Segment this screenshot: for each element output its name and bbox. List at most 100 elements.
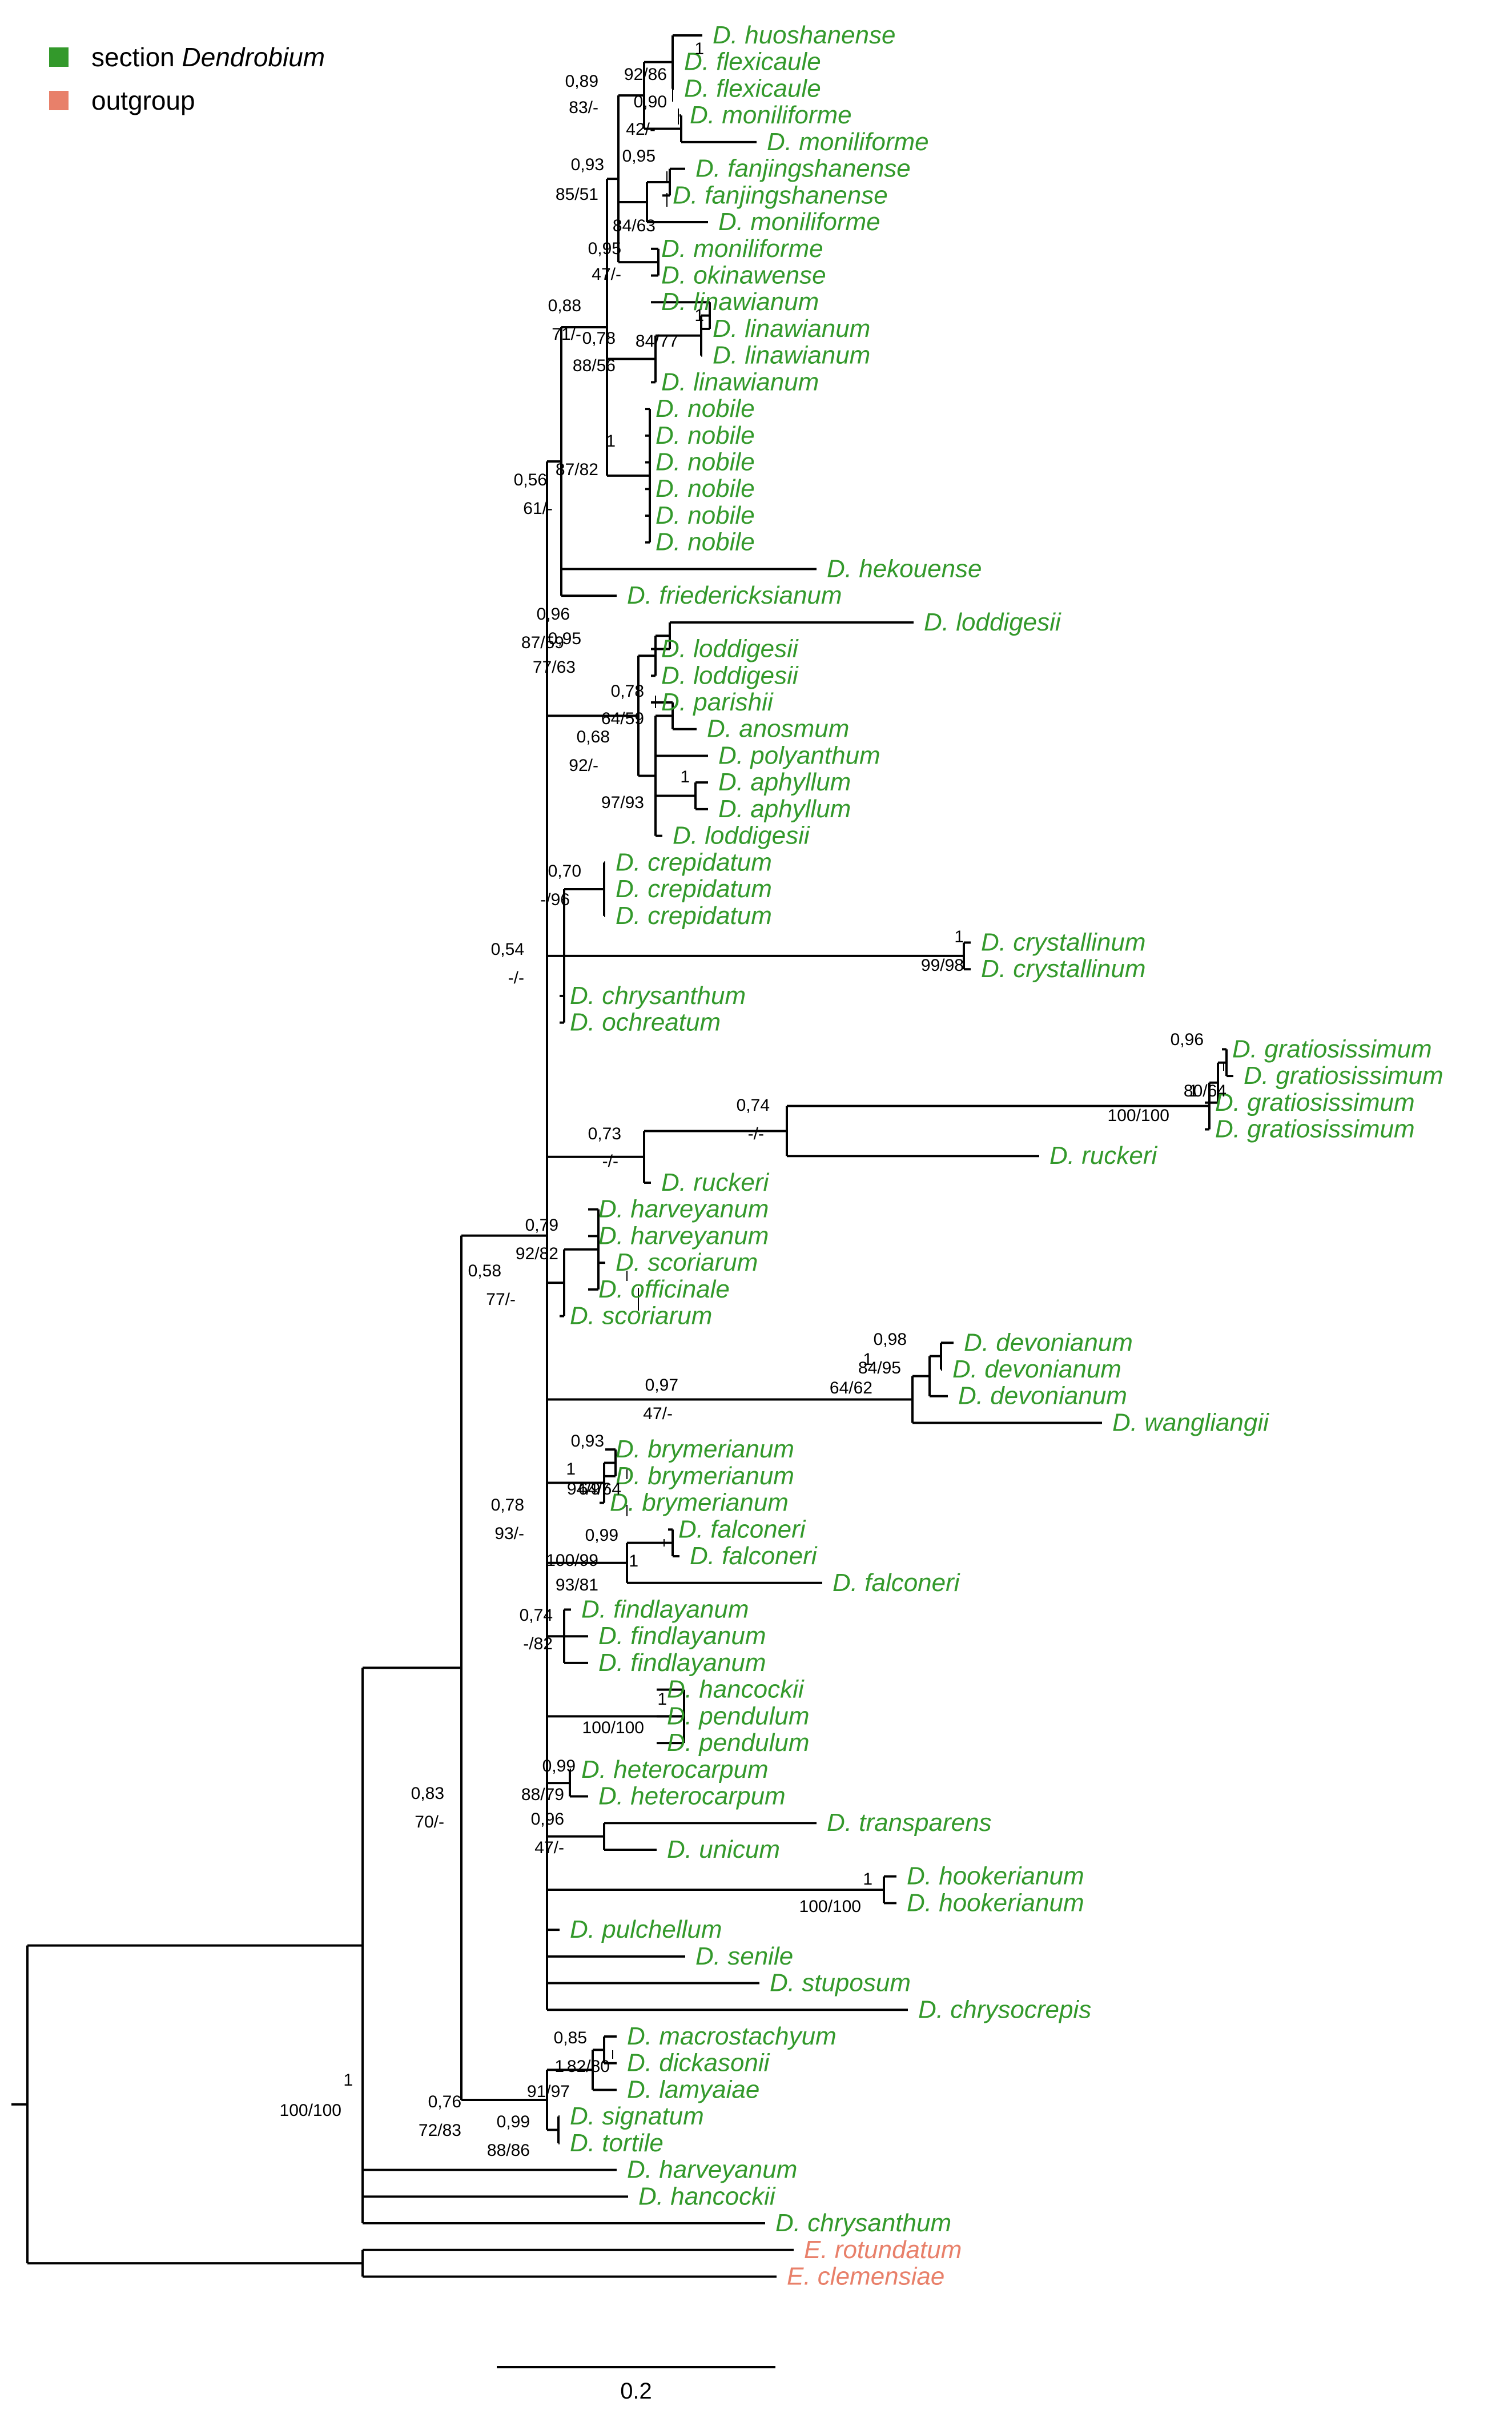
tip-label: D. flexicaule	[684, 74, 821, 102]
support-value: 0,89	[565, 72, 598, 91]
support-value: 1	[694, 306, 704, 325]
support-value: 1	[680, 768, 690, 786]
tip-label: D. devonianum	[958, 1382, 1127, 1410]
support-value: -/-	[748, 1124, 764, 1143]
tip-label: D. chrysanthum	[570, 982, 746, 1010]
tip-label: D. nobile	[656, 528, 755, 556]
support-value: 1	[629, 1552, 638, 1570]
tip-label: D. macrostachyum	[627, 2022, 837, 2050]
tip-label: D. loddigesii	[661, 661, 799, 689]
support-value: 0,70	[548, 862, 581, 881]
support-value: 0,96	[537, 605, 570, 624]
support-value: 0,79	[525, 1216, 558, 1235]
tip-label: D. crystallinum	[981, 928, 1146, 956]
support-value: 92/-	[569, 756, 598, 775]
support-value: -/-	[508, 969, 524, 987]
tip-label: D. nobile	[656, 501, 755, 529]
support-value: 83/-	[569, 98, 598, 117]
support-value: 64/64	[578, 1480, 621, 1499]
support-value: 0,78	[582, 329, 616, 348]
support-value: 0,95	[622, 147, 656, 166]
support-value: 88/56	[573, 356, 616, 375]
tip-label: D. unicum	[667, 1835, 780, 1863]
support-value: 64/59	[601, 709, 644, 728]
tip-label: E. rotundatum	[804, 2236, 962, 2264]
support-value: 47/-	[534, 1838, 564, 1857]
tip-label: D. crystallinum	[981, 955, 1146, 983]
tip-label: D. aphyllum	[718, 795, 851, 823]
tip-label: D. findlayanum	[598, 1622, 766, 1650]
tip-label: D. gratiosissimum	[1244, 1062, 1443, 1090]
support-value: 0,78	[611, 682, 644, 701]
support-value: 0,97	[645, 1376, 678, 1395]
tip-label: D. dickasonii	[627, 2049, 770, 2077]
tip-label: D. gratiosissimum	[1215, 1115, 1415, 1143]
support-value: 1	[1188, 1082, 1198, 1100]
tip-label: D. linawianum	[713, 342, 870, 369]
legend-swatch-ingroup	[49, 47, 69, 67]
tip-label: D. gratiosissimum	[1215, 1088, 1415, 1116]
tip-label: D. hancockii	[638, 2182, 776, 2210]
support-value: 85/51	[556, 185, 598, 204]
support-value: 1	[863, 1350, 872, 1369]
tip-label: D. ruckeri	[1049, 1142, 1157, 1170]
tip-label: D. wangliangii	[1112, 1408, 1269, 1436]
tip-label: D. friedericksianum	[627, 581, 842, 609]
support-value: 100/100	[280, 2101, 341, 2120]
tip-label: D. fanjingshanense	[673, 181, 888, 209]
tip-label: D. moniliforme	[767, 128, 929, 156]
scale-bar: 0.2	[497, 2366, 775, 2404]
support-value: -/82	[523, 1634, 553, 1653]
support-value: 99/98	[921, 956, 964, 975]
tip-label: D. findlayanum	[581, 1595, 749, 1623]
support-value: 72/83	[419, 2121, 461, 2140]
scale-bar-label: 0.2	[620, 2379, 652, 2404]
support-value: 0,96	[531, 1810, 564, 1829]
tip-label: D. fanjingshanense	[695, 155, 911, 183]
support-values: 192/860,8983/-0,9042/-0,9385/510,9584/63…	[280, 39, 1227, 2160]
tip-label: D. harveyanum	[598, 1222, 769, 1250]
tip-label: D. flexicaule	[684, 48, 821, 76]
tip-label: D. pendulum	[667, 1729, 809, 1757]
support-value: 0,68	[577, 728, 610, 746]
support-value: 0,74	[520, 1606, 553, 1625]
tip-label: D. parishii	[661, 688, 774, 716]
tip-label: D. devonianum	[952, 1355, 1121, 1383]
support-value: 1	[863, 1870, 872, 1889]
support-value: 91/97	[527, 2082, 570, 2101]
tip-label: D. hekouense	[827, 555, 982, 583]
support-value: 0,56	[514, 471, 547, 489]
legend-item-outgroup: outgroup	[49, 79, 325, 122]
support-value: 42/-	[626, 120, 656, 139]
support-value: 64/62	[830, 1379, 872, 1397]
tip-label: D. nobile	[656, 448, 755, 476]
tip-label: D. falconeri	[690, 1542, 818, 1570]
support-value: 0,54	[491, 940, 524, 959]
support-value: 84/77	[636, 332, 678, 351]
support-value: 47/-	[592, 265, 621, 284]
support-value: 0,58	[468, 1262, 501, 1280]
support-value: -/-	[602, 1152, 618, 1171]
tip-label: D. senile	[695, 1942, 793, 1970]
tip-label: D. hancockii	[667, 1676, 805, 1704]
tree-branches	[11, 34, 1233, 2278]
legend-swatch-outgroup	[49, 91, 69, 110]
support-value: 0,78	[491, 1496, 524, 1515]
support-value: 61/-	[523, 499, 553, 518]
support-value: 0,99	[542, 1757, 576, 1776]
support-value: 0,95	[548, 629, 581, 648]
tip-label: D. scoriarum	[616, 1248, 758, 1276]
tip-label: D. moniliforme	[661, 235, 823, 263]
tip-label: D. moniliforme	[690, 101, 852, 129]
support-value: 1	[657, 1690, 667, 1709]
support-value: 88/79	[521, 1785, 564, 1804]
support-value: 0,83	[411, 1784, 444, 1803]
legend-label-section: section Dendrobium	[91, 42, 325, 72]
legend-item-section: section Dendrobium	[49, 35, 325, 79]
tip-label: D. scoriarum	[570, 1302, 712, 1330]
support-value: 0,73	[588, 1124, 621, 1143]
tip-label: D. harveyanum	[627, 2156, 797, 2184]
tip-label: D. stuposum	[770, 1969, 911, 1997]
tip-label: D. brymerianum	[616, 1435, 794, 1463]
tip-label: D. crepidatum	[616, 902, 772, 930]
